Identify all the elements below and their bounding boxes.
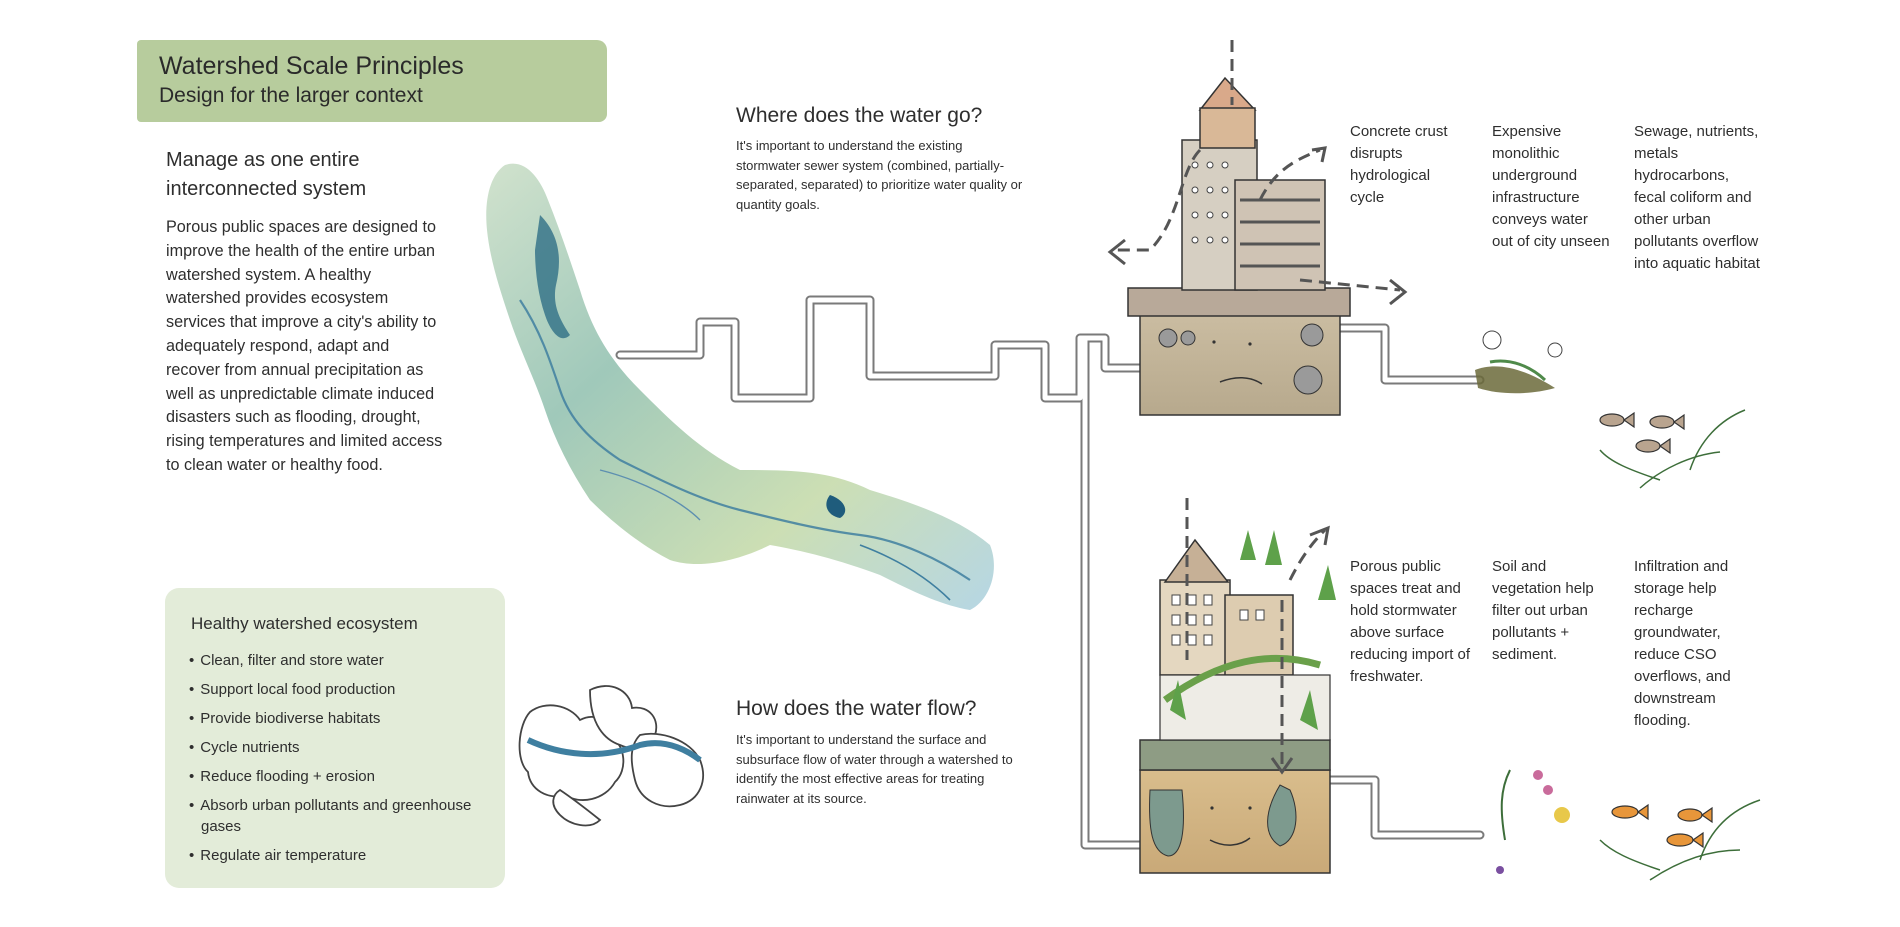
title-banner: Watershed Scale Principles Design for th… (137, 40, 607, 122)
grey-infrastructure-block (1107, 40, 1408, 416)
list-item: Clean, filter and store water (189, 650, 489, 671)
fish-healthy-icon (1611, 803, 1713, 849)
polluted-outfall (1475, 330, 1563, 394)
list-item: Regulate air temperature (189, 845, 489, 866)
how-title: How does the water flow? (736, 697, 977, 720)
caption-infiltration: Infiltration and storage help recharge g… (1634, 558, 1731, 729)
list-item: Reduce flooding + erosion (189, 766, 489, 787)
list-item: Absorb urban pollutants and greenhouse g… (189, 795, 489, 837)
manage-body: Porous public spaces are designed to imp… (166, 218, 443, 474)
ecosystem-box-title: Healthy watershed ecosystem (191, 614, 418, 633)
list-item: Support local food production (189, 679, 489, 700)
manage-heading: Manage as one entire interconnected syst… (166, 146, 426, 204)
ecosystem-list: Clean, filter and store water Support lo… (189, 650, 489, 874)
aquatic-plant-icon (1599, 409, 1746, 489)
page-title: Watershed Scale Principles (159, 52, 464, 80)
list-item: Provide biodiverse habitats (189, 708, 489, 729)
caption-concrete-crust: Concrete crust disrupts hydrological cyc… (1350, 123, 1448, 206)
porous-green-block (1139, 498, 1336, 874)
fish-dead-icon (1599, 411, 1685, 455)
caption-monolithic-infrastructure: Expensive monolithic underground infrast… (1492, 123, 1610, 250)
aquatic-plant-icon (1599, 799, 1761, 881)
page-subtitle: Design for the larger context (159, 84, 423, 107)
manage-heading-line2: interconnected system (166, 178, 367, 200)
subwatershed-sketch-icon (518, 685, 704, 827)
caption-porous-spaces: Porous public spaces treat and hold stor… (1350, 558, 1471, 685)
caption-urban-pollutants: Sewage, nutrients, metals hydrocarbons, … (1634, 123, 1760, 272)
where-title: Where does the water go? (736, 104, 983, 127)
list-item: Cycle nutrients (189, 737, 489, 758)
where-body: It's important to understand the existin… (736, 138, 1023, 212)
wildflower-icon (1496, 769, 1570, 874)
caption-soil-vegetation: Soil and vegetation help filter out urba… (1492, 558, 1594, 663)
how-body: It's important to understand the surface… (736, 732, 1013, 806)
ecosystem-box: Healthy watershed ecosystem Clean, filte… (165, 588, 505, 888)
watershed-watercolor (486, 163, 994, 610)
manage-heading-line1: Manage as one entire (166, 149, 360, 171)
